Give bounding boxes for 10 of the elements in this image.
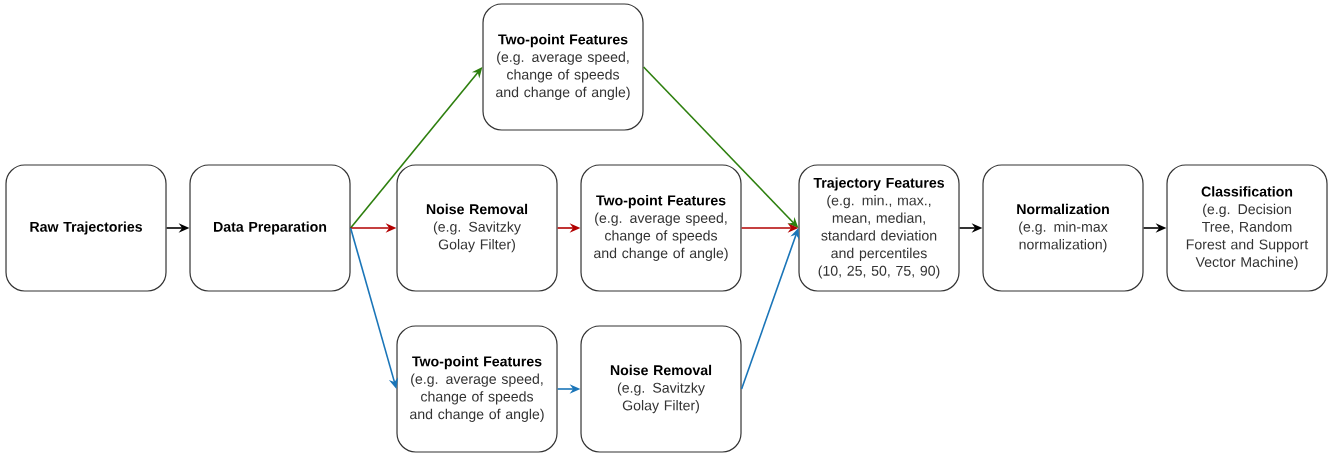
process-box: Two-point Features (e.g. average speed, change of speeds and change of angle) [482, 3, 644, 131]
process-box: Trajectory Features (e.g. min., max., mean, median, standard deviation and percentiles (10, 25, 50, 75, 90) [798, 164, 960, 292]
process-box: Noise Removal (e.g. Savitzky Golay Filter) [580, 325, 742, 453]
process-box: Raw Trajectories [5, 164, 167, 292]
process-box: Two-point Features (e.g. average speed, change of speeds and change of angle) [580, 164, 742, 292]
process-box: Data Preparation [189, 164, 351, 292]
process-box: Classification (e.g. Decision Tree, Random Forest and Support Vector Machine) [1166, 164, 1328, 292]
process-box: Noise Removal (e.g. Savitzky Golay Filter) [396, 164, 558, 292]
process-box: Normalization (e.g. min-max normalization) [982, 164, 1144, 292]
process-box: Two-point Features (e.g. average speed, change of speeds and change of angle) [396, 325, 558, 453]
